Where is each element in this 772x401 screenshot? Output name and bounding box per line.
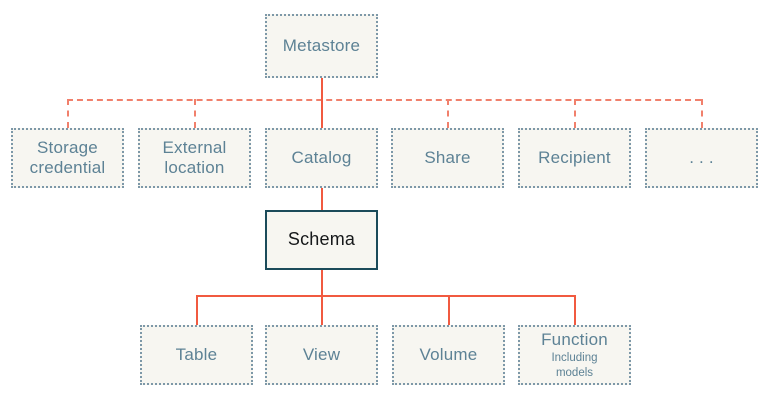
connector-schema-down xyxy=(321,270,323,296)
node-function-label: Function xyxy=(541,330,608,350)
node-catalog[interactable]: Catalog xyxy=(265,128,378,188)
node-external-location[interactable]: External location xyxy=(138,128,251,188)
node-recipient-label: Recipient xyxy=(538,147,611,167)
connector-drop-more xyxy=(701,99,703,128)
node-catalog-label: Catalog xyxy=(291,147,352,167)
connector-drop-share xyxy=(447,99,449,128)
connector-drop-volume xyxy=(448,295,450,325)
connector-drop-function xyxy=(574,295,576,325)
connector-drop-external-location xyxy=(194,99,196,128)
connector-catalog-to-schema xyxy=(321,188,323,210)
node-more-label: . . . xyxy=(689,147,714,167)
connector-drop-recipient xyxy=(574,99,576,128)
node-storage-credential[interactable]: Storage credential xyxy=(11,128,124,188)
node-recipient[interactable]: Recipient xyxy=(518,128,631,188)
node-table-label: Table xyxy=(175,344,218,364)
node-more[interactable]: . . . xyxy=(645,128,758,188)
connector-drop-catalog xyxy=(321,99,323,128)
node-metastore[interactable]: Metastore xyxy=(265,14,378,78)
node-view-label: View xyxy=(302,344,341,364)
connector-metastore-down xyxy=(321,78,323,100)
node-external-location-label: External location xyxy=(162,137,227,177)
connector-securable-bus xyxy=(67,99,701,101)
node-schema-label: Schema xyxy=(287,229,356,250)
connector-object-bus xyxy=(196,295,576,297)
node-storage-credential-label: Storage credential xyxy=(29,137,106,177)
node-share-label: Share xyxy=(424,147,471,167)
node-function-sublabel: Including models xyxy=(551,352,598,379)
node-view[interactable]: View xyxy=(265,325,378,385)
node-schema[interactable]: Schema xyxy=(265,210,378,270)
node-share[interactable]: Share xyxy=(391,128,504,188)
connector-drop-table xyxy=(196,295,198,325)
node-metastore-label: Metastore xyxy=(282,35,361,55)
connector-drop-view xyxy=(321,295,323,325)
node-volume-label: Volume xyxy=(419,344,478,364)
node-volume[interactable]: Volume xyxy=(392,325,505,385)
node-table[interactable]: Table xyxy=(140,325,253,385)
node-function[interactable]: Function Including models xyxy=(518,325,631,385)
connector-drop-storage-credential xyxy=(67,99,69,128)
